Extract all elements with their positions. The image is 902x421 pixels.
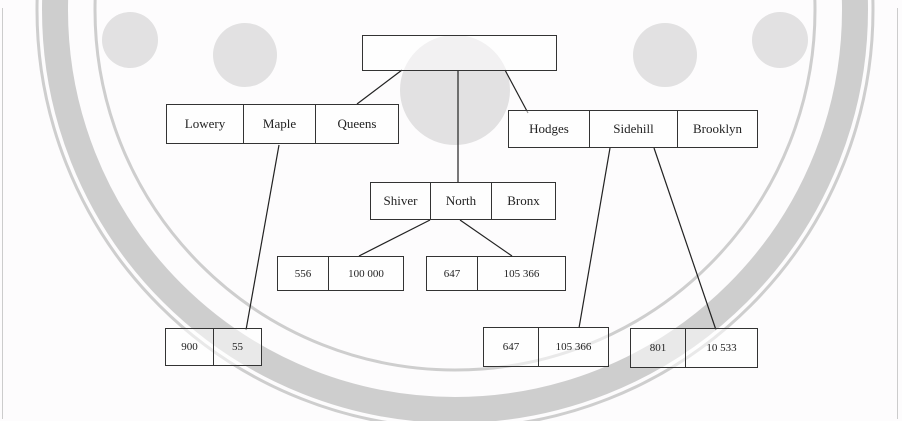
node-lowery-maple-queens: Lowery Maple Queens — [166, 104, 399, 144]
node-key: Hodges — [509, 111, 589, 147]
link-mid-leaf-b — [460, 220, 512, 256]
link-right-leaf-b — [654, 148, 716, 330]
node-key: Shiver — [371, 183, 430, 219]
leaf-key: 801 — [631, 329, 685, 367]
leaf-556: 556 100 000 — [277, 256, 404, 291]
node-key: Bronx — [491, 183, 555, 219]
link-root-right — [505, 70, 528, 113]
link-left-leaf — [246, 145, 279, 330]
leaf-647-mid: 647 105 366 — [426, 256, 566, 291]
node-shiver-north-bronx: Shiver North Bronx — [370, 182, 556, 220]
leaf-value: 55 — [213, 329, 261, 365]
node-key: Brooklyn — [677, 111, 757, 147]
node-key: Queens — [315, 105, 398, 143]
node-key: Maple — [243, 105, 315, 143]
root-node — [362, 35, 557, 71]
leaf-value: 105 366 — [538, 328, 608, 366]
leaf-647-right: 647 105 366 — [483, 327, 609, 367]
link-mid-leaf-a — [359, 220, 430, 256]
leaf-value: 10 533 — [685, 329, 757, 367]
link-root-left — [357, 70, 402, 104]
leaf-key: 647 — [427, 257, 477, 290]
leaf-key: 556 — [278, 257, 328, 290]
leaf-900: 900 55 — [165, 328, 262, 366]
leaf-key: 900 — [166, 329, 213, 365]
node-key: North — [430, 183, 491, 219]
node-key: Sidehill — [589, 111, 677, 147]
leaf-value: 100 000 — [328, 257, 403, 290]
leaf-value: 105 366 — [477, 257, 565, 290]
link-right-leaf-a — [579, 148, 610, 328]
node-hodges-sidehill-brooklyn: Hodges Sidehill Brooklyn — [508, 110, 758, 148]
node-key: Lowery — [167, 105, 243, 143]
leaf-key: 647 — [484, 328, 538, 366]
leaf-801: 801 10 533 — [630, 328, 758, 368]
